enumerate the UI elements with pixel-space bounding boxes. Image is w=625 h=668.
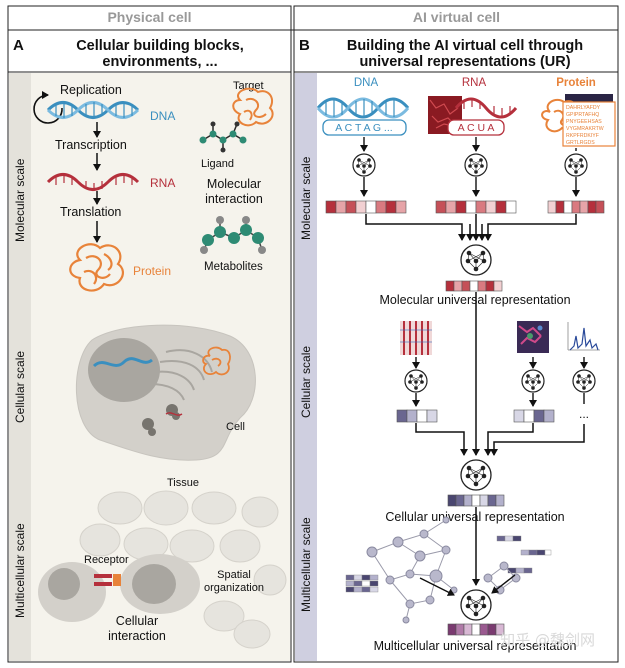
rna-seq-box [447,119,505,136]
panel-b-letter: B [299,37,310,54]
scale-label-a-multicellular: Multicellular scale [13,523,27,618]
cellular-interaction-label-1: Cellular [116,614,158,628]
multicellular-ur-label: Multicellular universal representation [374,639,577,653]
protein-seq-2: GPIPRTAFHQ [566,112,599,118]
tissue-label: Tissue [167,477,199,489]
cell-data-image-2 [517,321,549,353]
cell-matrix-right [496,535,552,574]
protein-seq-6: GRTLRGDS [566,140,595,146]
cellular-ur-encoder-icon [460,459,492,491]
cell-protein-icon [202,346,231,376]
cell-matrix-left [345,574,379,593]
transcription-label: Transcription [55,138,127,152]
protein-seq-3: PNYGEEHSAS [566,119,602,125]
cell-illustration [76,324,256,461]
cellular-ur-bar [447,494,505,507]
cell-graph-network [366,516,458,624]
cell-data-image-1 [400,321,432,355]
scale-label-a-cellular: Cellular scale [13,351,27,423]
protein-seq-box [562,101,616,147]
ligand-molecule [199,121,247,153]
replication-label: Replication [60,83,122,97]
cell-data-chart [567,322,600,351]
dna-sequence: A C T A G ... [335,122,392,134]
dna-label-a: DNA [150,109,175,123]
panel-a-letter: A [13,37,24,54]
protein-structure-image [565,94,613,102]
translation-label: Translation [60,205,121,219]
panel-a-title-1: Cellular building blocks, [76,38,244,54]
receptor-label: Receptor [84,554,129,566]
molecular-ur-bar [445,280,503,292]
rna-label-a: RNA [150,176,175,190]
right-header: AI virtual cell [412,9,501,25]
cell-label: Cell [226,421,245,433]
protein-seq-4: VYGMRAKRTW [566,126,604,132]
multicellular-ur-bar [447,623,505,636]
cell-encoder-icon-1 [404,369,428,393]
cell-encoder-icon-3 [572,369,596,393]
protein-label-b: Protein [556,77,596,89]
small-cell-cluster [483,561,521,595]
panel-b-frame [293,5,619,663]
target-label: Target [233,80,264,92]
spatial-label-1: Spatial [217,569,251,581]
cell-embedding-bar-1 [396,409,438,423]
protein-embedding-bar [547,200,605,214]
scale-label-b-multicellular: Multicellular scale [299,517,313,612]
dna-seq-box [322,119,407,136]
scale-bar-b [295,73,317,661]
metabolites-molecule [200,216,266,254]
molecular-ur-encoder-icon [460,244,492,276]
protein-encoder-icon [564,153,588,177]
panel-a-frame [7,5,292,663]
scale-bar-a [9,73,31,661]
panel-b-title-2: universal representations (UR) [359,54,570,70]
metabolites-label: Metabolites [204,261,263,273]
dna-label-b: DNA [354,77,379,89]
molecular-interaction-label-2: interaction [205,192,263,206]
scale-label-b-cellular: Cellular scale [299,346,313,418]
scale-label-b-molecular: Molecular scale [299,156,313,240]
rna-sequence: A C U A [458,122,495,134]
rna-strand [46,173,140,191]
target-protein [232,87,274,127]
molecular-interaction-label-1: Molecular [207,177,261,191]
rna-label-b: RNA [462,77,487,89]
molecular-ur-label: Molecular universal representation [379,293,570,307]
cell-embedding-bar-2 [513,409,555,423]
left-header: Physical cell [107,9,192,25]
panel-b-title-1: Building the AI virtual cell through [347,38,583,54]
protein-seq-5: RKPFRDKIYF [566,133,599,139]
protein-seq-1: DAHRLYAFDY [566,105,601,111]
dna-encoder-icon [352,153,376,177]
cellular-interaction-label-2: interaction [108,629,166,643]
rna-embedding-bar [435,200,517,214]
ligand-label: Ligand [201,158,234,170]
rna-strand-b [454,97,518,119]
multicellular-ur-encoder-icon [460,589,492,621]
dna-helix [46,101,140,119]
cell-ellipsis: ... [579,407,589,421]
cellular-ur-label: Cellular universal representation [385,510,564,524]
dna-embedding-bar [325,200,407,214]
interacting-cells [38,554,200,622]
panel-a-title-2: environments, ... [102,54,217,70]
protein-structure-a [69,243,124,292]
spatial-label-2: organization [204,582,264,594]
cell-encoder-icon-2 [521,369,545,393]
tissue-cells [79,490,287,649]
rna-encoder-icon [464,153,488,177]
watermark: 知乎 @魏剑网 [500,631,595,649]
scale-label-a-molecular: Molecular scale [13,158,27,242]
protein-label-a: Protein [133,264,171,278]
dna-helix-b [316,97,410,119]
